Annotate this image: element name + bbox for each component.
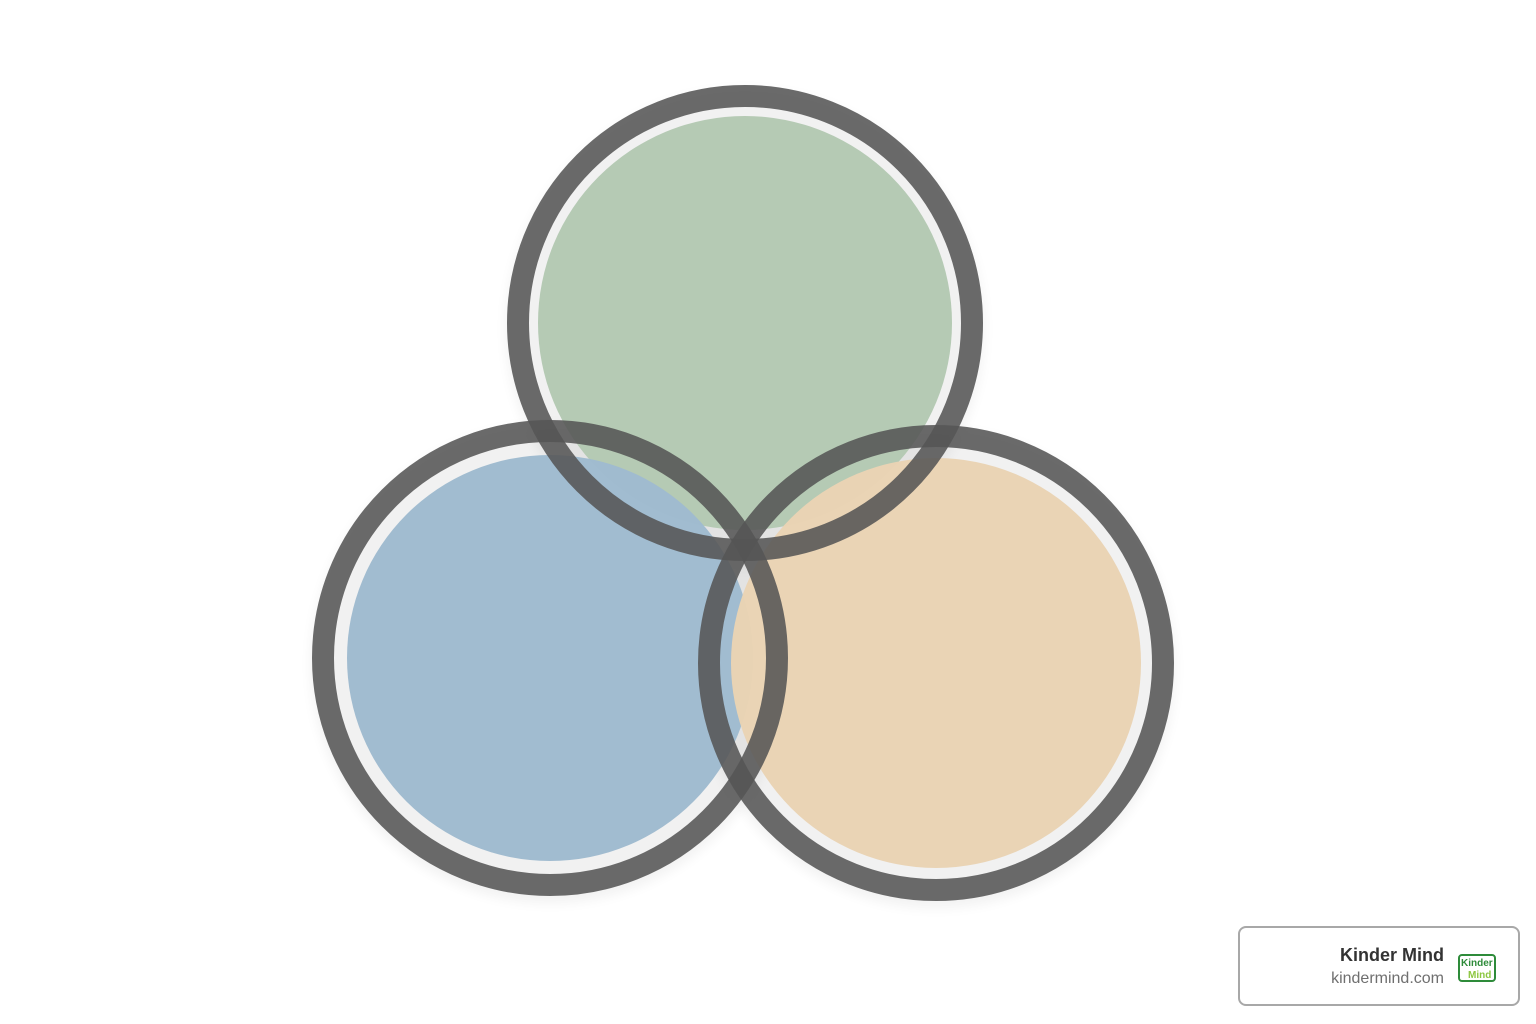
venn-set-bottom-right[interactable] [731, 458, 1141, 868]
brand-url[interactable]: kindermind.com [1331, 970, 1444, 987]
venn-set-top[interactable] [538, 116, 952, 530]
kinder-mind-logo-icon: Kinder Mind [1458, 954, 1496, 982]
svg-text:Kinder: Kinder [1461, 958, 1493, 969]
circle-fills [347, 116, 1141, 868]
brand-badge[interactable]: Kinder Mind kindermind.com Kinder Mind [1238, 926, 1520, 1006]
svg-text:Mind: Mind [1468, 970, 1491, 981]
venn-set-bottom-left[interactable] [347, 455, 753, 861]
venn-ring-bottom-right [698, 425, 1174, 901]
venn-ring-bottom-left [312, 420, 788, 896]
circle-rings [312, 85, 1174, 901]
brand-name: Kinder Mind [1340, 945, 1444, 965]
